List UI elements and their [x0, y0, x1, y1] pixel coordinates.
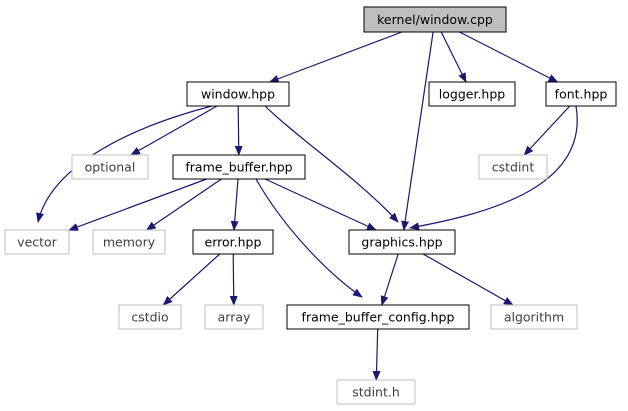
node-memory: memory — [92, 229, 166, 255]
node-stdint-h: stdint.h — [336, 379, 416, 405]
edge-error-hpp-to-cstdio — [162, 253, 221, 306]
node-label: font.hpp — [555, 87, 608, 102]
node-label: cstdio — [131, 310, 168, 325]
node-label: frame_buffer.hpp — [185, 160, 292, 175]
node-box — [336, 379, 416, 405]
edge-frame-buffer-hpp-to-vector — [68, 178, 207, 231]
edge-frame-buffer-hpp-to-graphics-hpp — [264, 178, 377, 231]
edges-layer — [36, 31, 578, 381]
edge-window-hpp-to-vector — [36, 105, 213, 223]
edge-font-hpp-to-cstdint — [523, 105, 571, 156]
node-box — [363, 6, 507, 33]
node-box — [186, 81, 290, 107]
node-label: frame_buffer_config.hpp — [302, 310, 455, 325]
edge-kernel-window-cpp-to-window-hpp — [268, 31, 403, 83]
edge-frame-buffer-hpp-to-memory — [145, 178, 222, 231]
node-label: algorithm — [504, 310, 564, 325]
node-box — [286, 304, 470, 330]
node-label: kernel/window.cpp — [377, 12, 493, 27]
node-box — [348, 229, 456, 255]
node-label: graphics.hpp — [361, 235, 442, 250]
node-box — [172, 154, 306, 180]
edge-kernel-window-cpp-to-font-hpp — [459, 31, 559, 83]
node-label: window.hpp — [201, 87, 275, 102]
node-logger-hpp[interactable]: logger.hpp — [428, 81, 516, 107]
node-box — [204, 304, 264, 330]
node-box — [545, 81, 617, 107]
nodes-layer: kernel/window.cpp window.hpp logger.hpp fon… — [4, 6, 617, 405]
node-box — [490, 304, 578, 330]
node-box — [4, 229, 70, 255]
node-cstdint: cstdint — [478, 154, 548, 180]
node-kernel-window-cpp[interactable]: kernel/window.cpp — [363, 6, 507, 33]
node-vector: vector — [4, 229, 70, 255]
node-box — [478, 154, 548, 180]
node-algorithm: algorithm — [490, 304, 578, 330]
node-cstdio: cstdio — [118, 304, 182, 330]
edge-frame-buffer-hpp-to-frame-buffer-config-hpp — [255, 178, 363, 298]
edge-frame-buffer-config-hpp-to-stdint-h — [372, 328, 381, 381]
node-label: cstdint — [492, 160, 535, 175]
edge-graphics-hpp-to-frame-buffer-config-hpp — [380, 253, 399, 306]
node-box — [71, 154, 149, 180]
edge-frame-buffer-hpp-to-error-hpp — [230, 178, 239, 231]
node-label: logger.hpp — [439, 87, 506, 102]
node-label: memory — [103, 235, 156, 250]
edge-font-hpp-to-graphics-hpp — [409, 105, 578, 231]
node-box — [118, 304, 182, 330]
node-label: optional — [85, 160, 136, 175]
node-frame-buffer-config-hpp[interactable]: frame_buffer_config.hpp — [286, 304, 470, 330]
node-label: error.hpp — [205, 235, 262, 250]
edge-window-hpp-to-optional — [130, 105, 218, 156]
node-array: array — [204, 304, 264, 330]
edge-error-hpp-to-array — [229, 253, 238, 306]
node-frame-buffer-hpp[interactable]: frame_buffer.hpp — [172, 154, 306, 180]
node-window-hpp[interactable]: window.hpp — [186, 81, 290, 107]
edge-window-hpp-to-frame-buffer-hpp — [234, 105, 243, 156]
edge-window-hpp-to-graphics-hpp — [264, 105, 399, 223]
node-error-hpp[interactable]: error.hpp — [192, 229, 274, 255]
node-optional: optional — [71, 154, 149, 180]
node-label: array — [218, 310, 251, 325]
node-box — [92, 229, 166, 255]
node-box — [428, 81, 516, 107]
edge-graphics-hpp-to-algorithm — [422, 253, 514, 306]
node-graphics-hpp[interactable]: graphics.hpp — [348, 229, 456, 255]
node-label: stdint.h — [352, 385, 400, 400]
node-label: vector — [17, 235, 58, 250]
node-font-hpp[interactable]: font.hpp — [545, 81, 617, 107]
edge-kernel-window-cpp-to-logger-hpp — [440, 31, 467, 83]
node-box — [192, 229, 274, 255]
edge-kernel-window-cpp-to-graphics-hpp — [401, 31, 434, 231]
